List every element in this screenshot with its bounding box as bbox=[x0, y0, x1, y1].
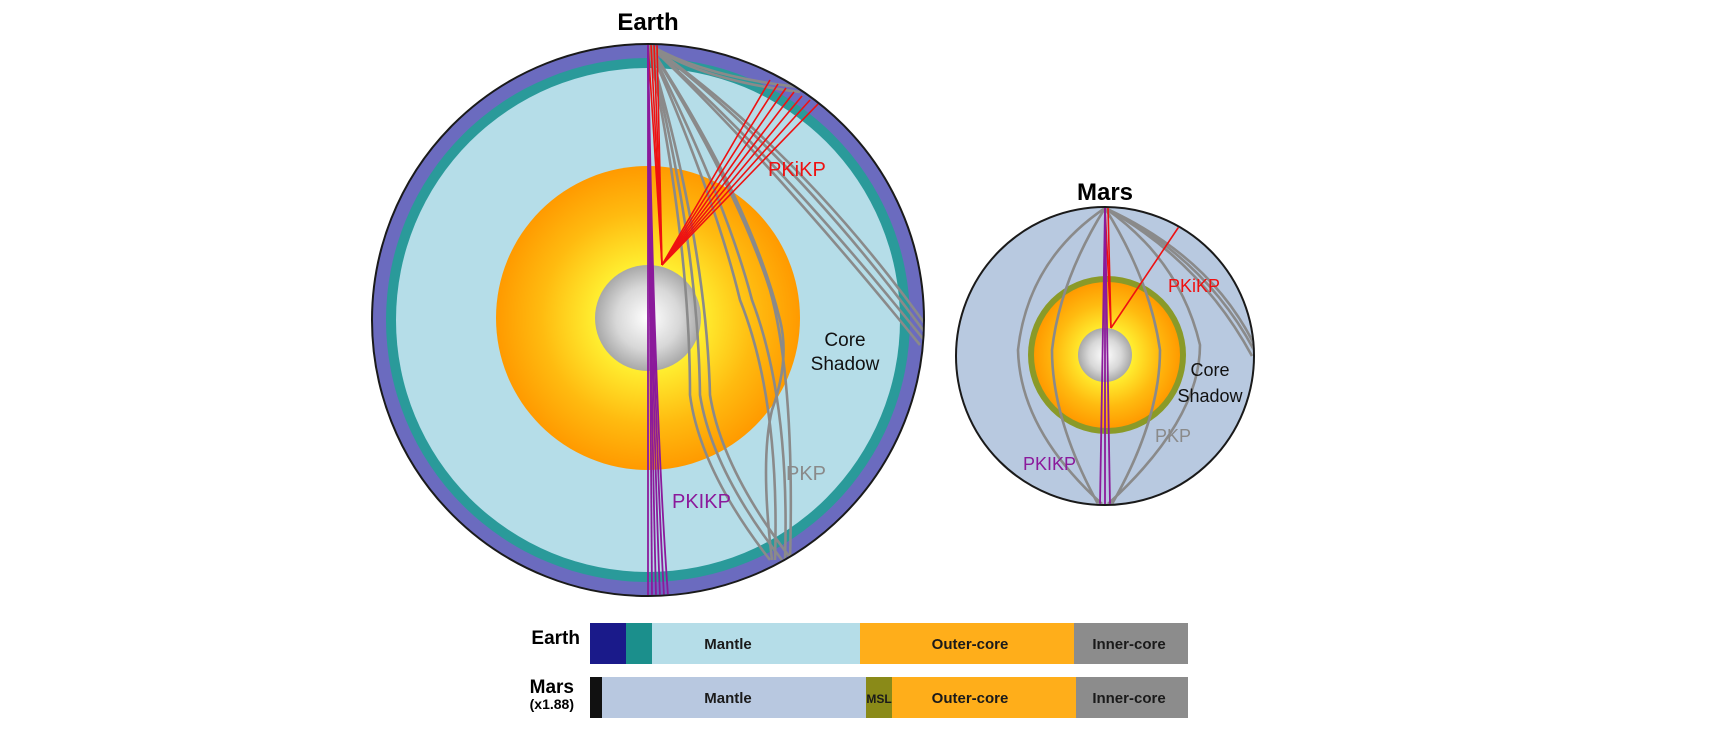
earth-bar-mantle-label: Mantle bbox=[704, 636, 752, 653]
mars-core-shadow-label-line1: Core bbox=[1190, 360, 1229, 380]
earth-cross-section: Earth PKiKP Core Shadow PKP PKIKP bbox=[371, 9, 925, 597]
mars-core-shadow-label-line2: Shadow bbox=[1177, 386, 1243, 406]
earth-pkikp-label: PKIKP bbox=[672, 491, 731, 513]
earth-pkp-label: PKP bbox=[786, 463, 826, 485]
mars-bar-msl-label: MSL bbox=[866, 692, 891, 706]
mars-bar-mantle bbox=[602, 677, 866, 718]
mars-pkikp-reflected-label: PKiKP bbox=[1168, 276, 1220, 296]
earth-bar-crust bbox=[590, 623, 626, 664]
earth-title: Earth bbox=[617, 9, 678, 36]
earth-core-shadow-label-line1: Core bbox=[824, 330, 865, 351]
earth-bar-inner-core bbox=[1074, 623, 1188, 664]
mars-pkp-label: PKP bbox=[1155, 426, 1191, 446]
earth-bar-outer-core-label: Outer-core bbox=[932, 636, 1009, 653]
mars-layer-bar: Mantle MSL Outer-core Inner-core bbox=[590, 677, 1188, 718]
mars-bar-msl bbox=[866, 677, 892, 718]
earth-bar-label: Earth bbox=[531, 628, 580, 649]
earth-pkikp-reflected-rays bbox=[647, 45, 819, 266]
earth-pkikp-reflected-label: PKiKP bbox=[768, 159, 826, 181]
earth-layer-bar: Mantle Outer-core Inner-core bbox=[590, 623, 1188, 664]
mars-bar-label: Mars bbox=[530, 677, 574, 698]
mars-bar-outer-core bbox=[892, 677, 1076, 718]
earth-bar-inner-core-label: Inner-core bbox=[1092, 636, 1165, 653]
mars-bar-inner-core bbox=[1076, 677, 1188, 718]
earth-bar-transition bbox=[626, 623, 652, 664]
mars-pkp-rays bbox=[1016, 208, 1253, 504]
mars-pkikp-label: PKIKP bbox=[1023, 454, 1076, 474]
earth-core-shadow-label-line2: Shadow bbox=[811, 354, 880, 375]
mars-cross-section: Mars PKiKP Core Shadow PKP PKIKP bbox=[955, 179, 1255, 506]
mars-bar-crust bbox=[590, 677, 602, 718]
layer-thickness-bars: Earth Mantle Outer-core Inner-core Mars … bbox=[530, 623, 1188, 718]
earth-bar-mantle bbox=[652, 623, 860, 664]
mars-bar-scale-note: (x1.88) bbox=[530, 696, 574, 712]
earth-pkikp-rays bbox=[647, 45, 669, 595]
mars-pkikp-rays bbox=[1099, 208, 1111, 504]
mars-title: Mars bbox=[1077, 179, 1133, 206]
mars-bar-mantle-label: Mantle bbox=[704, 690, 752, 707]
mars-bar-outer-core-label: Outer-core bbox=[932, 690, 1009, 707]
mars-bar-inner-core-label: Inner-core bbox=[1092, 690, 1165, 707]
earth-bar-outer-core bbox=[860, 623, 1074, 664]
earth-pkp-rays bbox=[646, 45, 923, 561]
